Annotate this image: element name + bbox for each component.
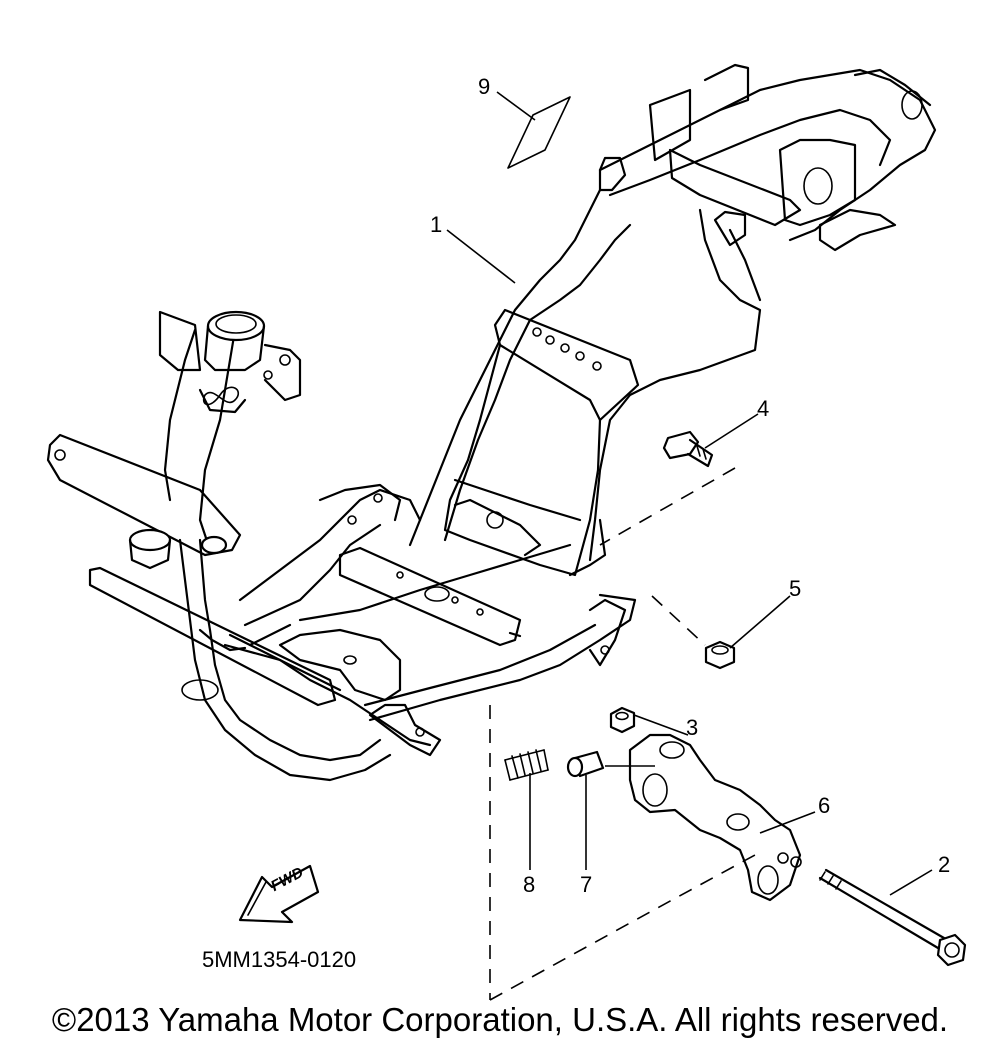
callout-5: 5 xyxy=(789,576,802,601)
bolt-part-4 xyxy=(662,430,714,468)
long-bolt-part-2 xyxy=(818,868,967,967)
diagram-part-code: 5MM1354-0120 xyxy=(202,947,357,972)
assembly-dash-lines xyxy=(489,467,756,1001)
callout-3: 3 xyxy=(686,715,699,740)
spring-part-8 xyxy=(504,749,549,781)
label-plate-part-9 xyxy=(507,96,571,169)
callout-6: 6 xyxy=(818,793,831,818)
callout-9: 9 xyxy=(478,74,491,99)
fwd-arrow-icon xyxy=(238,864,320,924)
copyright-notice: ©2013 Yamaha Motor Corporation, U.S.A. A… xyxy=(51,1001,949,1038)
collar-part-7 xyxy=(566,750,605,778)
bracket-part-6 xyxy=(628,733,802,902)
callout-4: 4 xyxy=(757,396,770,421)
callout-8: 8 xyxy=(523,872,536,897)
nut-part-3 xyxy=(609,706,636,734)
callout-2: 2 xyxy=(938,852,951,877)
leader-lines xyxy=(446,91,933,896)
main-frame-part-1 xyxy=(46,63,937,782)
callout-7: 7 xyxy=(580,872,593,897)
callout-1: 1 xyxy=(430,212,443,237)
nut-part-5 xyxy=(704,640,736,670)
